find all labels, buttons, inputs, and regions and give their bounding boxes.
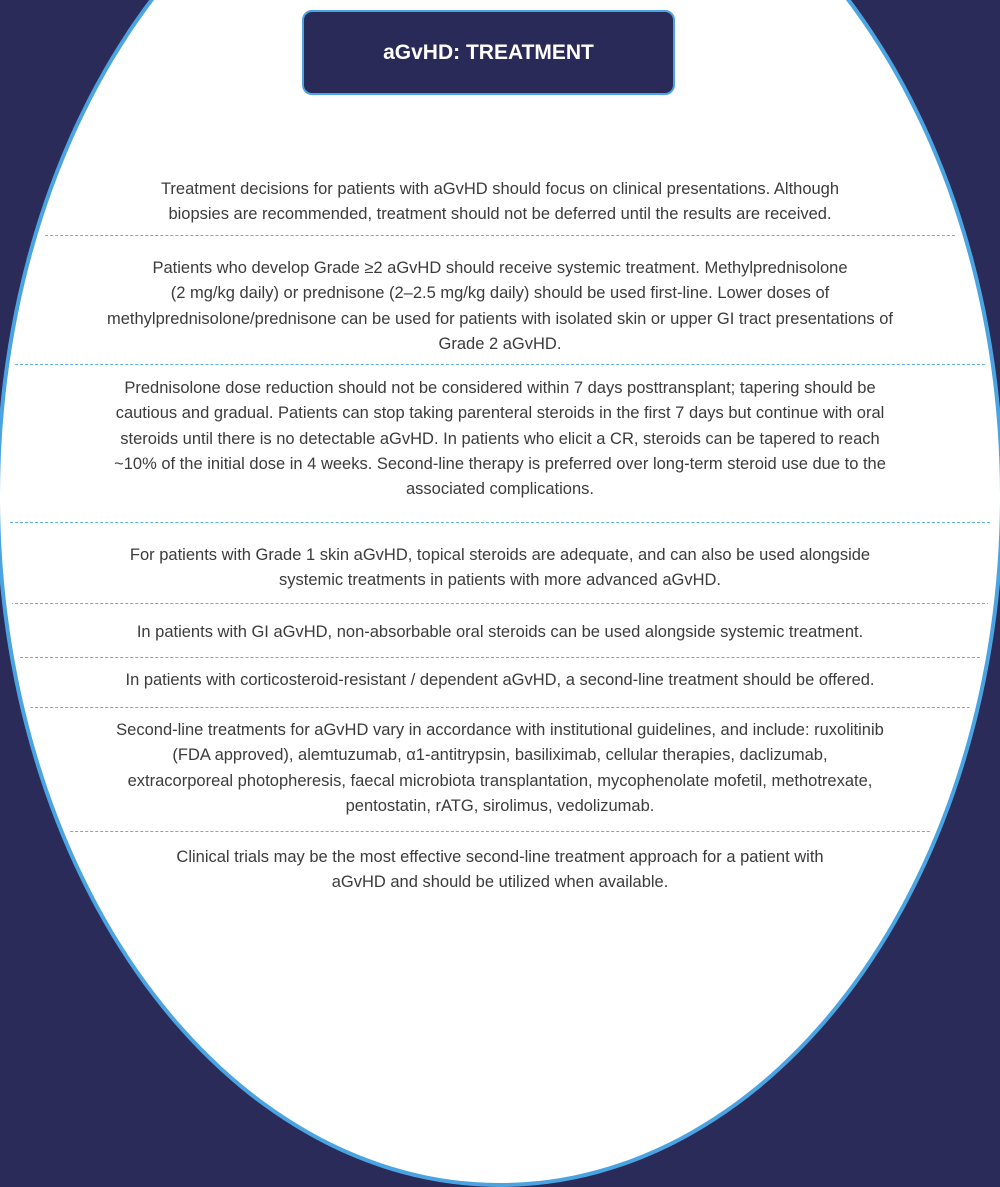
divider	[10, 707, 990, 708]
divider	[10, 831, 990, 832]
paragraph-topical: For patients with Grade 1 skin aGvHD, to…	[0, 543, 1000, 594]
divider	[10, 657, 990, 658]
text-line: methylprednisolone/prednisone can be use…	[106, 309, 894, 328]
text-line: Patients who develop Grade ≥2 aGvHD shou…	[152, 259, 848, 277]
divider	[10, 522, 990, 523]
title-banner: aGvHD: TREATMENT	[302, 10, 675, 95]
paragraph-tapering: Prednisolone dose reduction should not b…	[0, 376, 1000, 502]
text-line: In patients with corticosteroid-resistan…	[125, 671, 875, 689]
divider	[10, 235, 990, 236]
text-line: associated complications.	[405, 480, 594, 499]
text-line: extracorporeal photopheresis, faecal mic…	[127, 771, 873, 790]
text-line: Grade 2 aGvHD.	[438, 334, 562, 353]
divider	[10, 603, 990, 604]
text-line: For patients with Grade 1 skin aGvHD, to…	[129, 546, 871, 564]
paragraph-diagnosis: Treatment decisions for patients with aG…	[0, 177, 1000, 228]
text-line: pentostatin, rATG, sirolimus, vedolizuma…	[345, 796, 655, 815]
divider	[10, 364, 990, 365]
paragraph-gi: In patients with GI aGvHD, non-absorbabl…	[0, 620, 1000, 645]
text-line: Prednisolone dose reduction should not b…	[124, 379, 876, 397]
text-line: biopsies are recommended, treatment shou…	[168, 205, 832, 224]
paragraph-resistant: In patients with corticosteroid-resistan…	[0, 668, 1000, 693]
text-line: cautious and gradual. Patients can stop …	[115, 404, 885, 423]
text-line: steroids until there is no detectable aG…	[120, 429, 880, 448]
text-line: systemic treatments in patients with mor…	[278, 571, 721, 590]
text-line: Clinical trials may be the most effectiv…	[176, 848, 824, 866]
text-line: Treatment decisions for patients with aG…	[160, 180, 840, 198]
text-line: In patients with GI aGvHD, non-absorbabl…	[136, 623, 864, 641]
text-line: Second-line treatments for aGvHD vary in…	[116, 721, 884, 739]
text-line: (FDA approved), alemtuzumab, α1-antitryp…	[172, 746, 828, 765]
paragraph-second-line: Second-line treatments for aGvHD vary in…	[0, 718, 1000, 819]
page-title: aGvHD: TREATMENT	[383, 40, 594, 64]
text-line: ~10% of the initial dose in 4 weeks. Sec…	[114, 454, 886, 473]
paragraph-first-line: Patients who develop Grade ≥2 aGvHD shou…	[0, 256, 1000, 357]
text-line: (2 mg/kg daily) or prednisone (2–2.5 mg/…	[170, 284, 830, 303]
content-area	[10, 235, 990, 832]
text-line: aGvHD and should be utilized when availa…	[331, 873, 669, 892]
paragraph-clinical-trials: Clinical trials may be the most effectiv…	[0, 845, 1000, 896]
